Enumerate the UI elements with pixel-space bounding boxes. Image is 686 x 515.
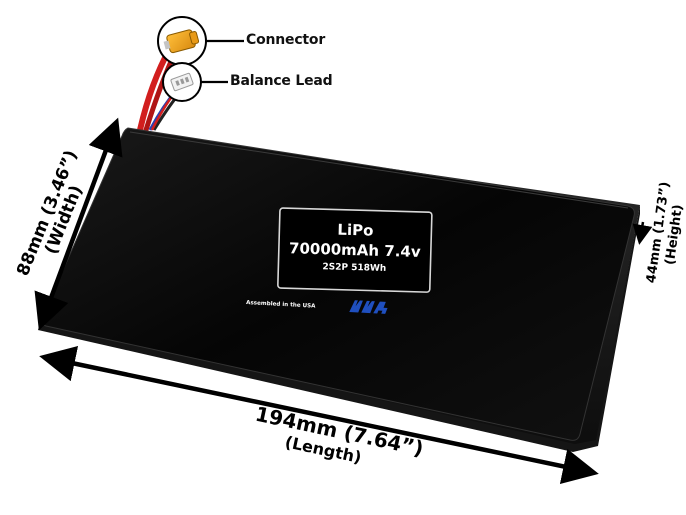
width-arrow <box>34 117 123 331</box>
balance-lead-icon <box>162 62 202 102</box>
connector-icon <box>157 16 207 66</box>
assembled-mark: Assembled in the USA <box>246 300 316 310</box>
label-chemistry: LiPo <box>337 221 373 240</box>
height-arrow <box>632 221 653 245</box>
label-capacity-voltage: 70000mAh 7.4v <box>289 239 421 261</box>
brand-logo <box>349 300 388 314</box>
label-config-energy: 2S2P 518Wh <box>322 262 386 274</box>
height-dimension: 44mm (1.73”) (Height) <box>644 181 686 284</box>
length-arrow <box>39 345 599 485</box>
label-assembled: Assembled in the USA <box>246 300 316 310</box>
battery-label: LiPo 70000mAh 7.4v 2S2P 518Wh <box>277 207 433 293</box>
balance-lead-label: Balance Lead <box>230 73 333 89</box>
length-dimension: 194mm (7.64”) (Length) <box>253 402 425 467</box>
connector-label: Connector <box>246 32 326 48</box>
